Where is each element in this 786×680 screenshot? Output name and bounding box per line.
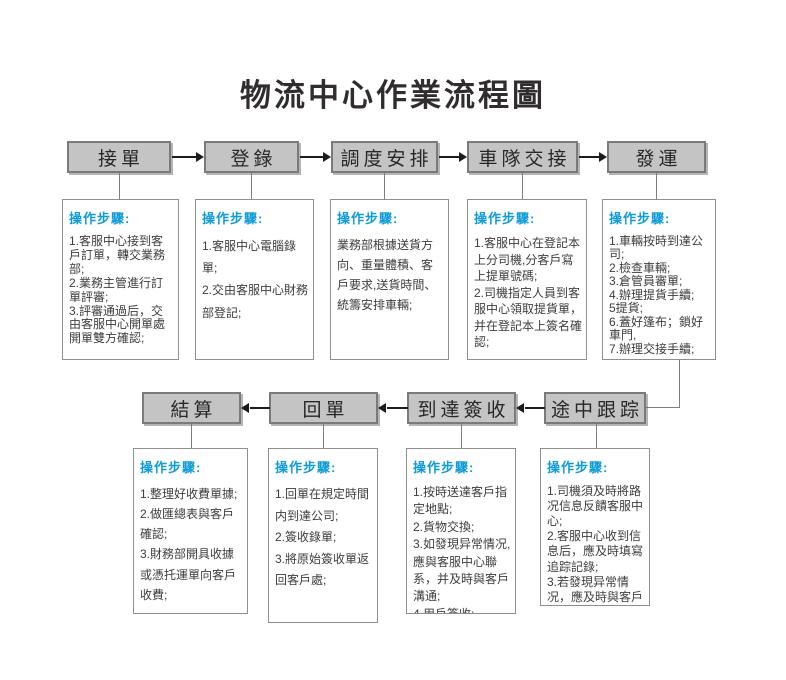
connector-in-transit-tracking <box>596 424 597 448</box>
connector-return-receipt <box>323 424 324 448</box>
steps-text-arrival-sign: 1.按時送達客戶指定地點; 2.貨物交換; 3.如發現异常情况,應與客服中心聯系… <box>413 485 511 614</box>
steps-box-return-receipt: 操作步驟: 1.回單在規定時間内到達公司; 2.簽收錄單; 3.將原始簽收單返回… <box>268 448 378 623</box>
steps-box-arrival-sign: 操作步驟: 1.按時送達客戶指定地點; 2.貨物交換; 3.如發現异常情况,應與… <box>406 448 516 614</box>
arrowhead-right-icon <box>323 152 331 162</box>
node-ship-out: 發運 <box>607 141 706 173</box>
steps-text-in-transit-tracking: 1.司機須及時將路况信息反饋客服中心; 2.客服中心收到信息后，應及時填寫追踪記… <box>547 484 644 605</box>
node-return-receipt-label: 回單 <box>302 399 349 421</box>
arrowhead-right-icon <box>196 152 204 162</box>
node-settlement-label: 結算 <box>170 399 217 421</box>
steps-text-return-receipt: 1.回單在規定時間内到達公司; 2.簽收錄單; 3.將原始簽收單返回客戶處; <box>275 487 370 588</box>
arrowhead-left-icon <box>516 403 524 413</box>
node-fleet-handover: 車隊交接 <box>467 141 578 173</box>
node-fleet-handover-label: 車隊交接 <box>478 148 571 170</box>
steps-box-settlement: 操作步驟: 1.整理好收費單據; 2.做匯總表與客戶確認; 3.財務部開具收據或… <box>133 448 248 614</box>
connector-settlement <box>191 424 192 448</box>
steps-text-register: 1.客服中心電腦錄單; 2.交由客服中心財務部登記; <box>202 239 309 320</box>
connector-receive-order <box>119 173 120 199</box>
arrow-line-arrival-to-receipt <box>387 407 408 409</box>
node-receive-order: 接單 <box>67 141 171 173</box>
arrowhead-right-icon <box>599 152 607 162</box>
node-dispatch-label: 調度安排 <box>340 148 433 170</box>
steps-box-dispatch: 操作步驟: 業務部根據送貨方向、重量體積、客戶要求,送貨時間、統籌安排車輛; <box>330 199 449 360</box>
node-receive-order-label: 接單 <box>97 148 144 170</box>
arrow-line-receive-to-register <box>172 156 197 158</box>
steps-heading: 操作步驟: <box>202 211 264 226</box>
steps-text-receive-order: 1.客服中心接到客戶訂單，轉交業務部; 2.業務主管進行訂單評審; 3.評審通過… <box>69 234 166 346</box>
arrow-line-tracking-to-arrival <box>525 407 545 409</box>
steps-heading: 操作步驟: <box>547 460 609 475</box>
steps-box-register: 操作步驟: 1.客服中心電腦錄單; 2.交由客服中心財務部登記; <box>195 199 314 360</box>
node-return-receipt: 回單 <box>269 392 378 424</box>
node-register: 登錄 <box>204 141 299 173</box>
steps-box-ship-out: 操作步驟: 1.車輛按時到達公司; 2.檢查車輛; 3.倉管員審單; 4.辦理提… <box>602 199 716 360</box>
connector-ship-to-tracking-vertical <box>679 360 680 408</box>
arrowhead-right-icon <box>459 152 467 162</box>
arrow-line-dispatch-to-fleet <box>439 156 460 158</box>
node-dispatch: 調度安排 <box>331 141 438 173</box>
steps-heading: 操作步驟: <box>609 211 671 226</box>
steps-text-dispatch: 業務部根據送貨方向、重量體積、客戶要求,送貨時間、統籌安排車輛; <box>337 238 437 313</box>
connector-ship-to-tracking-horizontal <box>646 407 680 408</box>
connector-dispatch <box>384 173 385 199</box>
steps-box-fleet-handover: 操作步驟: 1.客服中心在登記本上分司機,分客戶寫上提單號碼; 2.司機指定人員… <box>467 199 587 360</box>
arrow-line-register-to-dispatch <box>300 156 324 158</box>
arrow-line-fleet-to-ship <box>579 156 600 158</box>
node-in-transit-tracking: 途中跟踪 <box>544 392 646 424</box>
node-ship-out-label: 發運 <box>635 148 682 170</box>
steps-box-in-transit-tracking: 操作步驟: 1.司機須及時將路况信息反饋客服中心; 2.客服中心收到信息后，應及… <box>540 448 650 606</box>
steps-text-settlement: 1.整理好收費單據; 2.做匯總表與客戶確認; 3.財務部開具收據或憑托運單向客… <box>140 487 238 602</box>
steps-text-ship-out: 1.車輛按時到達公司; 2.檢查車輛; 3.倉管員審單; 4.辦理提貨手續; 5… <box>609 234 704 356</box>
node-register-label: 登錄 <box>230 148 277 170</box>
page-title: 物流中心作業流程圖 <box>240 78 546 113</box>
steps-heading: 操作步驟: <box>413 460 475 475</box>
steps-heading: 操作步驟: <box>474 211 536 226</box>
steps-text-fleet-handover: 1.客服中心在登記本上分司機,分客戶寫上提單號碼; 2.司機指定人員到客服中心領… <box>474 236 583 350</box>
arrowhead-left-icon <box>378 403 386 413</box>
connector-ship-out <box>656 173 657 199</box>
steps-heading: 操作步驟: <box>140 460 202 475</box>
arrowhead-left-icon <box>241 403 249 413</box>
steps-heading: 操作步驟: <box>337 211 399 226</box>
steps-heading: 操作步驟: <box>275 460 337 475</box>
connector-register <box>251 173 252 199</box>
steps-heading: 操作步驟: <box>69 211 131 226</box>
arrow-line-receipt-to-settlement <box>250 407 270 409</box>
connector-fleet-handover <box>522 173 523 199</box>
connector-arrival-sign <box>461 424 462 448</box>
node-arrival-sign: 到達簽收 <box>407 392 516 424</box>
node-arrival-sign-label: 到達簽收 <box>417 399 510 421</box>
steps-box-receive-order: 操作步驟: 1.客服中心接到客戶訂單，轉交業務部; 2.業務主管進行訂單評審; … <box>62 199 179 360</box>
node-in-transit-tracking-label: 途中跟踪 <box>550 399 643 421</box>
node-settlement: 結算 <box>142 392 241 424</box>
